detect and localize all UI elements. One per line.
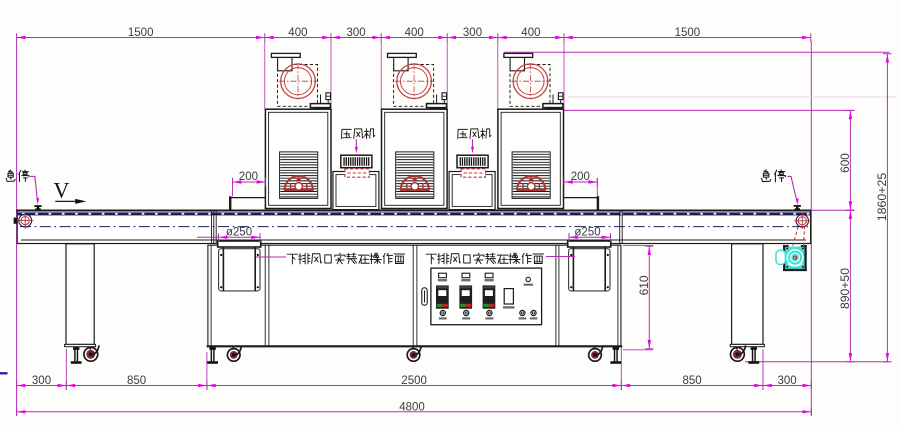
svg-text:200: 200: [571, 171, 590, 183]
svg-text:1500: 1500: [128, 27, 154, 39]
svg-text:400: 400: [405, 27, 424, 39]
svg-text:600: 600: [838, 153, 852, 173]
svg-text:300: 300: [347, 27, 366, 39]
svg-text:300: 300: [463, 27, 482, 39]
svg-text:200: 200: [239, 171, 258, 183]
svg-text:2500: 2500: [401, 375, 427, 387]
svg-text:1500: 1500: [675, 27, 701, 39]
svg-text:610: 610: [637, 275, 651, 295]
svg-text:400: 400: [521, 27, 540, 39]
svg-text:V: V: [54, 178, 70, 203]
svg-text:400: 400: [288, 27, 307, 39]
svg-text:890+50: 890+50: [838, 268, 852, 309]
svg-text:850: 850: [683, 375, 702, 387]
svg-text:300: 300: [32, 375, 51, 387]
svg-text:300: 300: [778, 375, 797, 387]
svg-text:ø250: ø250: [226, 226, 252, 238]
svg-text:850: 850: [127, 375, 146, 387]
svg-text:ø250: ø250: [574, 226, 600, 238]
svg-text:1860+25: 1860+25: [875, 173, 889, 222]
svg-text:4800: 4800: [399, 402, 425, 414]
